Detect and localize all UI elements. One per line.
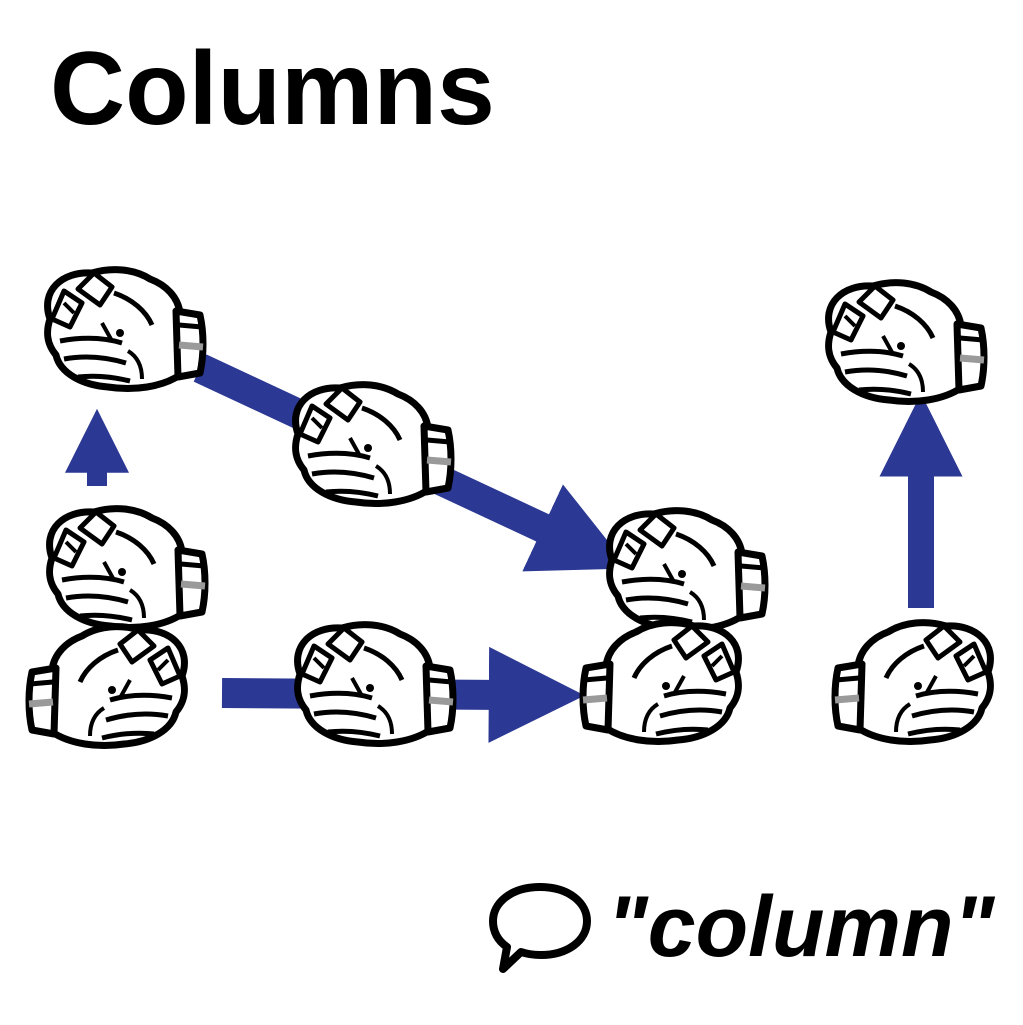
fist-handshape-icon: [835, 623, 990, 742]
fist-handshape-icon: [29, 627, 184, 746]
speech-bubble-icon: [489, 883, 591, 973]
gloss-text: "column": [607, 879, 995, 975]
fist-handshape-icon: [50, 509, 205, 628]
movement-arrows: [64, 354, 963, 743]
fist-handshape-icon: [583, 623, 738, 742]
fist-handshape-icon: [298, 625, 453, 744]
page-title: Columns: [50, 31, 495, 147]
fist-handshape-icon: [48, 270, 203, 389]
fist-handshape-icon: [829, 283, 984, 402]
gloss-caption: "column": [485, 872, 994, 982]
fist-handshape-icon: [296, 385, 451, 504]
fist-handshape-icon: [610, 511, 765, 630]
